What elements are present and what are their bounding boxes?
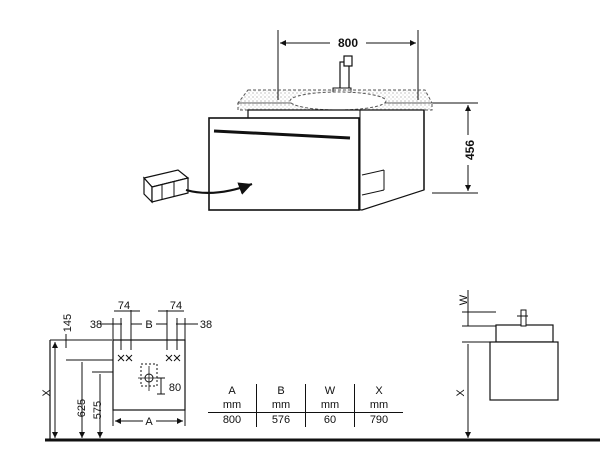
side-elevation: W X [455, 290, 559, 438]
insert-arrow [185, 182, 253, 195]
unit-b: mm [256, 398, 306, 413]
dim-456: 456 [432, 102, 478, 194]
unit-x: mm [354, 398, 403, 413]
dim-b: B [145, 319, 152, 331]
header-a: A [228, 385, 236, 397]
value-b: 576 [256, 412, 306, 427]
dim-38-right: 38 [200, 319, 212, 331]
dim-145: 145 [62, 314, 74, 332]
dim-w: W [458, 294, 470, 305]
width-label: 800 [338, 36, 358, 50]
value-w: 60 [305, 412, 355, 427]
value-x: 790 [354, 412, 403, 427]
dim-38-left: 38 [90, 319, 102, 331]
fixing-marks [117, 354, 181, 362]
organizer-insert [142, 169, 190, 204]
height-label: 456 [463, 140, 477, 160]
dim-x-front: X [41, 389, 53, 397]
dimension-table: A B W X mm mm mm mm 800 576 60 790 [208, 384, 403, 427]
faucet [332, 55, 353, 95]
unit-w: mm [305, 398, 355, 413]
header-w: W [305, 384, 355, 398]
dim-80: 80 [169, 382, 181, 394]
drawer-front [208, 117, 360, 211]
value-a: 800 [222, 414, 242, 426]
dim-74-left: 74 [118, 300, 130, 312]
basin-top [236, 89, 433, 123]
header-b: B [256, 384, 306, 398]
dim-74-right: 74 [170, 300, 182, 312]
front-elevation: 145 80 [41, 300, 600, 442]
dim-a: A [145, 416, 153, 428]
unit-a: mm [208, 398, 257, 413]
dim-800: 800 [277, 30, 419, 100]
dim-575: 575 [92, 401, 104, 419]
dim-x-side: X [455, 389, 467, 397]
header-x: X [354, 384, 403, 398]
cabinet-3d-view: 800 456 [142, 30, 478, 211]
dim-625: 625 [76, 399, 88, 417]
